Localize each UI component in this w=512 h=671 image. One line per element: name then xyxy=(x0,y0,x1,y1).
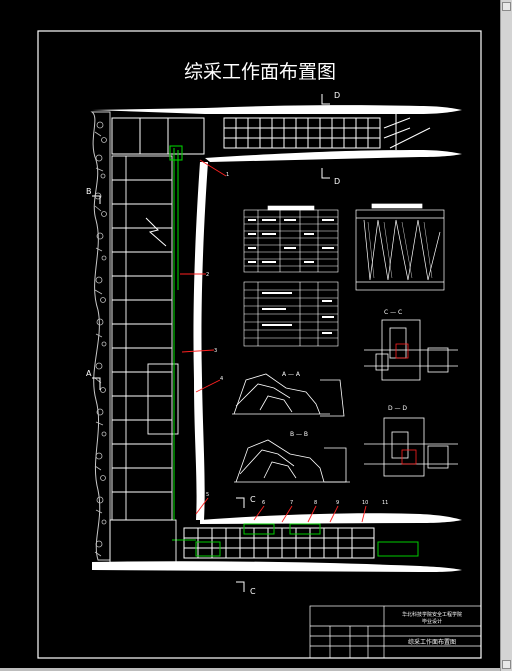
bottom-conveyor xyxy=(183,527,375,559)
top-supports xyxy=(235,118,369,148)
callout-4: 4 xyxy=(220,376,223,382)
callout-5: 5 xyxy=(206,492,209,498)
section-dd-view xyxy=(364,417,458,477)
bottom-green-equipment xyxy=(172,523,419,557)
break-symbol xyxy=(145,217,167,247)
section-b-left: B xyxy=(86,187,92,196)
callout-3: 3 xyxy=(214,348,217,354)
cc-red-marker xyxy=(395,343,409,359)
table-2-fill xyxy=(262,292,334,334)
scroll-up-icon[interactable] xyxy=(502,2,511,11)
title-block xyxy=(309,605,482,659)
table-1-fill xyxy=(248,219,334,263)
dd-red-marker xyxy=(401,449,417,465)
top-conveyor xyxy=(223,117,381,149)
bottom-roadway xyxy=(200,513,462,524)
equipment-table-2 xyxy=(243,281,339,347)
scroll-down-icon[interactable] xyxy=(502,660,511,669)
callout-8: 8 xyxy=(314,500,317,506)
drawing-frame xyxy=(37,30,482,659)
red-leaders xyxy=(180,159,367,523)
vertical-scrollbar[interactable] xyxy=(500,0,512,671)
callout-10: 10 xyxy=(362,500,368,506)
section-bb-view xyxy=(234,439,350,483)
bottom-roadway-lower xyxy=(92,561,462,572)
callout-1: 1 xyxy=(226,172,229,178)
callout-7: 7 xyxy=(290,500,293,506)
callout-11: 11 xyxy=(382,500,388,506)
section-c-bottom: C xyxy=(250,587,256,596)
rock-strata xyxy=(90,111,111,561)
longwall-face xyxy=(193,162,208,520)
top-roadway-lower xyxy=(205,150,462,162)
callout-9: 9 xyxy=(336,500,339,506)
section-aa-label: A — A xyxy=(282,371,301,378)
callout-6: 6 xyxy=(262,500,265,506)
horizontal-scrollbar[interactable] xyxy=(0,668,500,671)
top-roadway xyxy=(92,105,462,114)
title-block-drawing-name: 综采工作面布置图 xyxy=(408,638,456,646)
face-supports xyxy=(109,155,179,565)
title-block-line2: 毕业设计 xyxy=(422,618,442,625)
cycle-chart xyxy=(355,203,445,291)
section-d-bottom: D xyxy=(334,177,340,186)
drawing-canvas: 综采工作面布置图 xyxy=(37,30,482,659)
section-marks xyxy=(92,94,330,592)
section-d-top: D xyxy=(334,91,340,100)
section-aa-view xyxy=(232,373,345,417)
top-end-machine xyxy=(111,110,431,155)
section-dd-label: D — D xyxy=(388,405,407,412)
section-bb-label: B — B xyxy=(290,431,308,438)
drawing-title: 综采工作面布置图 xyxy=(184,61,336,83)
section-a-left: A xyxy=(86,369,92,378)
rock-hatch xyxy=(94,121,107,557)
drawing-sheet: 综采工作面布置图 xyxy=(0,0,500,668)
face-green-line xyxy=(169,145,183,520)
bottom-supports xyxy=(197,528,353,558)
callout-2: 2 xyxy=(206,272,209,278)
section-cc-label: C — C xyxy=(384,309,402,316)
section-cc-view xyxy=(364,319,458,381)
title-block-line1: 华北科技学院安全工程学院 xyxy=(402,611,462,618)
section-c-top: C xyxy=(250,495,256,504)
equipment-table-1 xyxy=(243,205,339,273)
